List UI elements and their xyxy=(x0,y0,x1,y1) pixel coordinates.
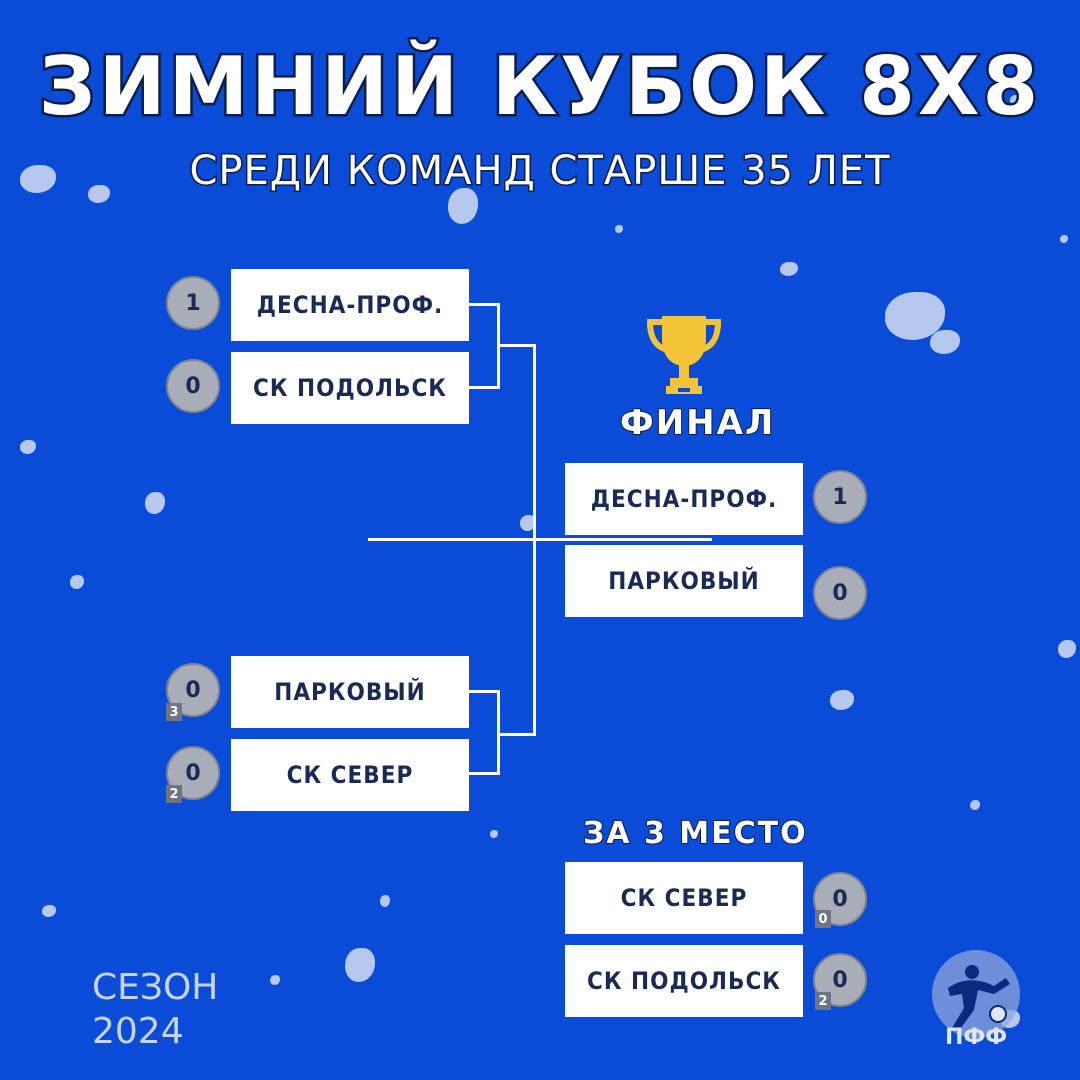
sf1-team-a-card: ДЕСНА-ПРОФ. xyxy=(231,269,469,341)
final-team-b-card: ПАРКОВЫЙ xyxy=(565,545,803,617)
sf2-team-a-card: ПАРКОВЫЙ xyxy=(231,656,469,728)
sf2-team-b-card: СК СЕВЕР xyxy=(231,739,469,811)
sf2-team-b-penalties: 2 xyxy=(166,785,182,803)
final-team-a-score: 1 xyxy=(813,470,867,524)
player-logo-icon: ПФФ xyxy=(932,950,1020,1050)
sf1-team-a-score: 1 xyxy=(166,276,220,330)
logo-text: ПФФ xyxy=(945,1025,1007,1050)
season-year: 2024 xyxy=(92,1011,184,1052)
season-block: СЕЗОН 2024 xyxy=(92,966,218,1054)
final-label: ФИНАЛ xyxy=(619,402,776,444)
trophy-icon xyxy=(646,316,722,394)
sf2-team-a-penalties: 3 xyxy=(166,703,182,721)
third-place-label: ЗА 3 МЕСТО xyxy=(582,815,808,852)
sf1-team-b-card: СК ПОДОЛЬСК xyxy=(231,352,469,424)
page-subtitle: СРЕДИ КОМАНД СТАРШЕ 35 ЛЕТ xyxy=(188,147,891,196)
third-team-b-card: СК ПОДОЛЬСК xyxy=(565,945,803,1017)
sf1-team-b-score: 0 xyxy=(166,359,220,413)
season-label: СЕЗОН xyxy=(92,967,219,1008)
final-team-a-card: ДЕСНА-ПРОФ. xyxy=(565,463,803,535)
third-team-a-penalties: 0 xyxy=(815,910,831,928)
page-title: ЗИМНИЙ КУБОК 8Х8 xyxy=(36,38,1042,136)
final-team-b-score: 0 xyxy=(813,566,867,620)
third-team-b-penalties: 2 xyxy=(815,992,831,1010)
third-team-a-card: СК СЕВЕР xyxy=(565,862,803,934)
